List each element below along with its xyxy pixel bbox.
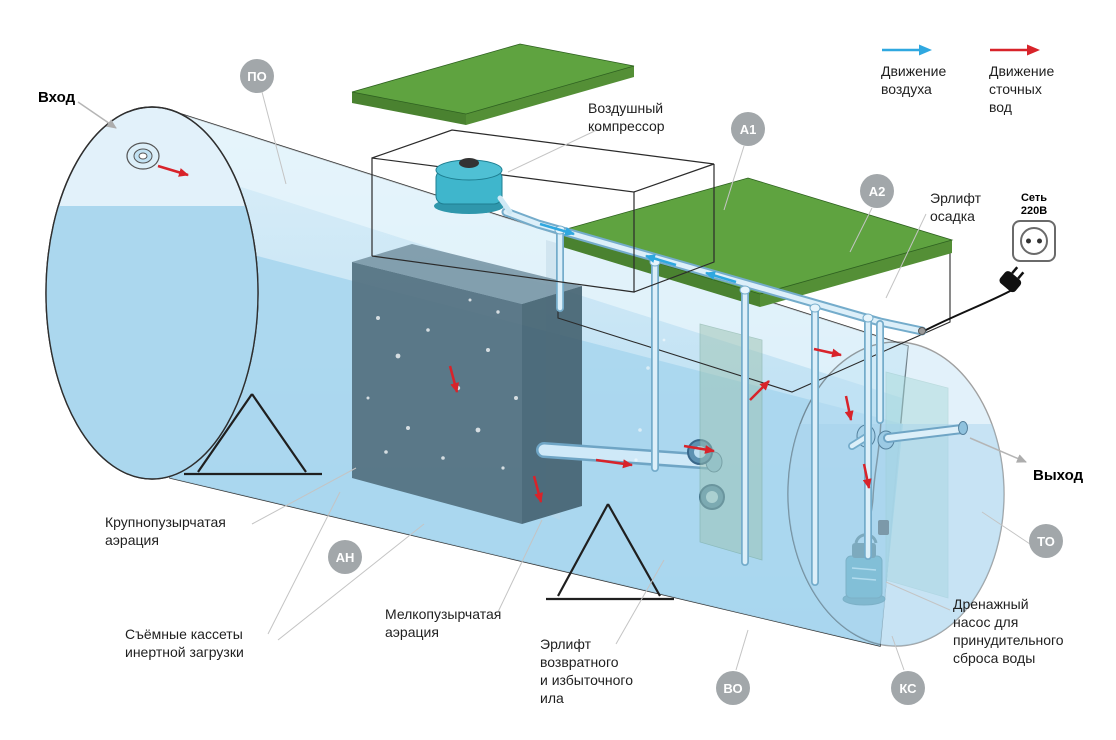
badge-ks: КС: [891, 671, 925, 705]
return-sludge-airlift-label: Эрлифт возвратного и избыточного ила: [540, 636, 634, 706]
inlet-pipe-face: [126, 142, 160, 170]
outlet-socket: [1020, 227, 1048, 255]
aeration-compartment: [352, 244, 582, 524]
badge-an: АН: [328, 540, 362, 574]
air-flow-arrow-icon: [882, 44, 932, 56]
outlet-hole-right: [1037, 238, 1042, 244]
badge-vo: ВО: [716, 671, 750, 705]
badge-a2: А2: [860, 174, 894, 208]
leader-lines: [77, 91, 1031, 671]
legend-air: Движение воздуха: [881, 44, 946, 99]
inert-load-panel: [699, 323, 763, 561]
badge-po: ПО: [240, 59, 274, 93]
inert-cassettes-label: Съёмные кассеты инертной загрузки: [125, 626, 244, 660]
tank-top-highlight: [169, 112, 908, 398]
compressor-box-wireframe: [371, 129, 715, 293]
tank-stands: [184, 393, 674, 601]
fine-aeration-label: Мелкопузырчатая аэрация: [385, 606, 502, 640]
wastewater-flow-arrows: [157, 164, 872, 503]
inlet-label: Вход: [38, 89, 76, 106]
power-supply-label: Сеть 220В: [1020, 192, 1048, 218]
legend-wastewater-label: Движение сточных вод: [989, 63, 1055, 115]
front-lid: [351, 43, 635, 125]
badge-to: ТО: [1029, 524, 1063, 558]
legend-wastewater: Движение сточных вод: [989, 44, 1054, 117]
power-cord: [918, 266, 1025, 335]
air-compressor-unit: [434, 158, 513, 215]
power-plug-icon: [999, 266, 1025, 293]
legend-air-label: Движение воздуха: [881, 63, 947, 97]
outlet-label: Выход: [1033, 467, 1084, 484]
sludge-airlift-label: Эрлифт осадка: [930, 190, 981, 224]
outlet-hole-left: [1026, 238, 1031, 244]
drain-pump-label: Дренажный насос для принудительного сбро…: [953, 596, 1064, 666]
compressor-label: Воздушный компрессор: [588, 100, 665, 134]
aeration-bubbles: [366, 298, 518, 470]
wastewater-flow-arrow-icon: [990, 44, 1040, 56]
air-flow-arrows: [539, 222, 737, 284]
power-outlet-icon: [1012, 220, 1056, 262]
air-dropper-pipes: [554, 225, 884, 586]
badge-a1: А1: [731, 112, 765, 146]
coarse-aeration-label: Крупнопузырчатая аэрация: [105, 514, 226, 548]
